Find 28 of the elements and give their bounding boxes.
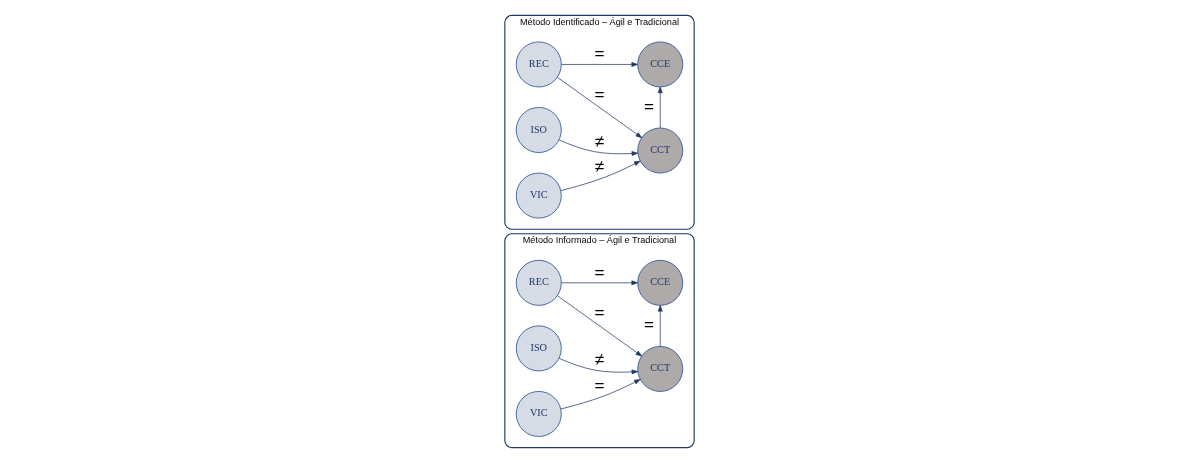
node-circle: CCE	[636, 41, 683, 88]
arrow	[558, 357, 638, 375]
arrow	[559, 379, 641, 410]
edge-label: =	[643, 96, 654, 116]
arrow	[560, 280, 638, 286]
arrow	[559, 160, 641, 191]
node-circle: REC	[515, 259, 562, 306]
node-circle: VIC	[515, 172, 562, 219]
edge-label: =	[594, 375, 604, 395]
node-circle: VIC	[515, 391, 562, 437]
edge-label: =	[594, 44, 604, 64]
arrow	[657, 305, 663, 347]
edge-label: ≠	[594, 157, 604, 177]
edge-label: ≠	[594, 131, 604, 151]
node-circle: REC	[515, 41, 562, 88]
arrow	[560, 62, 638, 67]
edge-label: =	[594, 303, 604, 323]
node-circle: CCE	[636, 259, 683, 306]
edge-label: =	[643, 315, 654, 335]
arrow	[556, 76, 642, 139]
arrow	[558, 139, 638, 156]
edge-label: ≠	[594, 349, 604, 369]
arrow	[657, 86, 663, 129]
arrow	[556, 295, 642, 357]
edge-label: =	[594, 262, 604, 282]
node-circle: ISO	[515, 107, 562, 153]
node-circle: ISO	[515, 325, 562, 372]
edge-label: =	[594, 84, 604, 104]
